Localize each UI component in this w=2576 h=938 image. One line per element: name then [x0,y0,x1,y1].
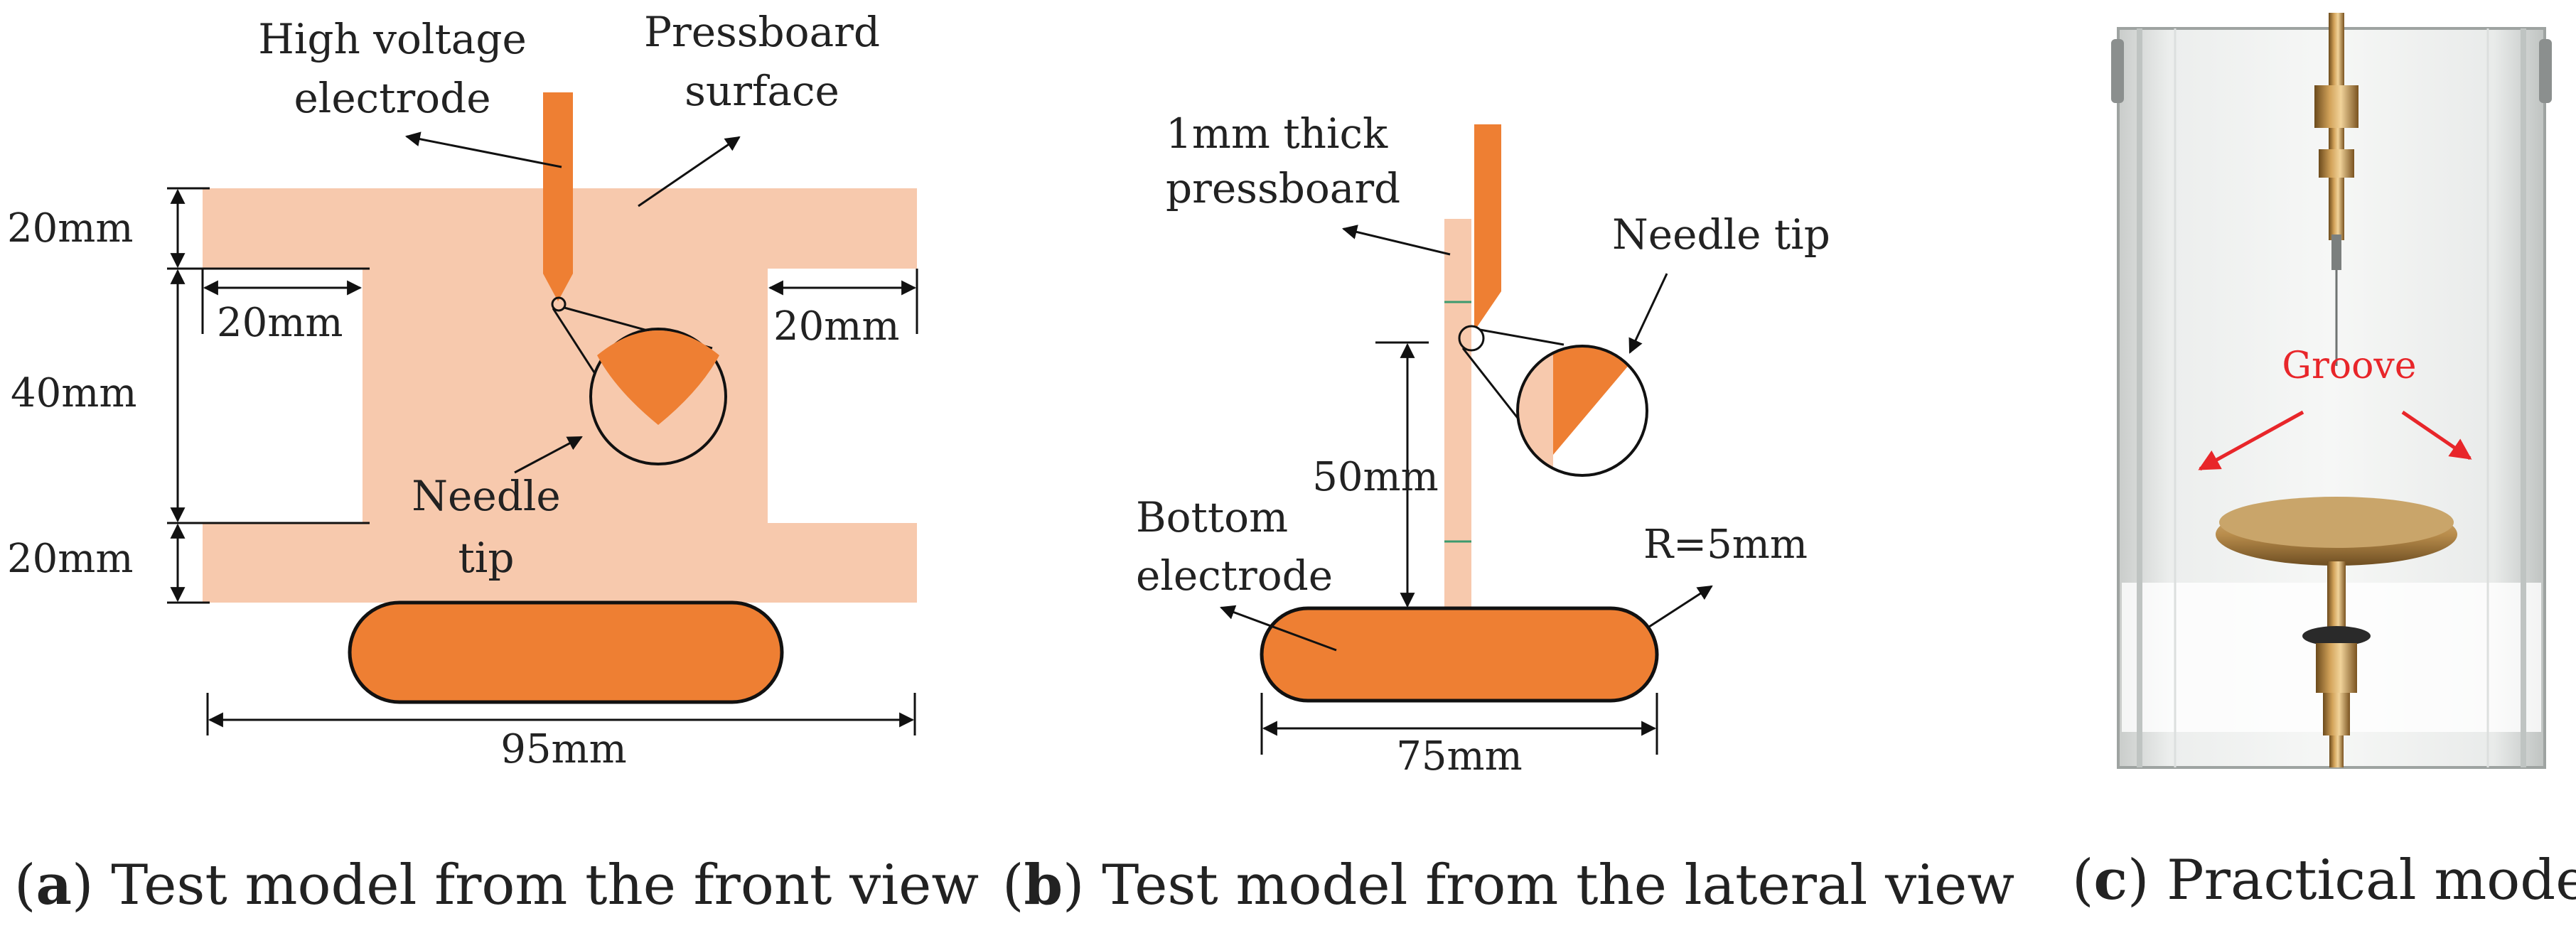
caption-c-text: Practical model [2167,848,2576,912]
panel-b-lateral-view: 1mm thick pressboard Needle tip Bottom e… [1136,109,1830,780]
label-needle-line1: Needle [412,472,560,520]
label-needle-line2: tip [458,534,515,582]
dim-front-width: 95mm [500,726,626,772]
label-bottom-line2: electrode [1136,551,1333,600]
panel-a-front-view: High voltage electrode Pressboard surfac… [7,8,918,772]
needle-tip-marker [551,296,567,312]
needle-electrode-lateral [1474,124,1501,327]
dim-left-gap: 20mm [217,300,343,346]
panel-c-practical-model: Groove [2111,13,2552,769]
dim-bottom-thickness: 20mm [7,536,133,582]
pressboard-front [203,188,917,603]
caption-c: (c) Practical model [2072,848,2576,912]
label-thick-pressboard-line1: 1mm thick [1166,109,1388,158]
dim-top-thickness: 20mm [7,205,133,252]
caption-a-letter: a [36,853,72,917]
caption-b-letter: b [1024,853,1063,917]
needle-tip-marker-lateral [1458,325,1485,352]
caption-b-text: Test model from the lateral view [1102,853,2014,917]
label-hv-line1: High voltage [258,15,527,63]
bottom-electrode-front [348,600,784,704]
caption-c-letter: c [2093,848,2127,912]
needle-tip-zoom-lateral [1516,345,1648,477]
label-pressboard-line2: surface [685,67,839,115]
captions: (a) Test model from the front view (b) T… [14,848,2576,917]
label-pressboard-line1: Pressboard [644,8,880,56]
caption-a: (a) Test model from the front view [14,853,979,917]
dim-radius: R=5mm [1643,522,1808,568]
high-voltage-electrode [543,92,573,301]
label-hv-line2: electrode [294,74,490,122]
bottom-electrode-lateral [1260,606,1659,703]
label-needle-tip-lateral: Needle tip [1612,210,1830,259]
pressboard-lateral [1444,219,1471,608]
caption-b: (b) Test model from the lateral view [1002,853,2014,917]
caption-a-text: Test model from the front view [111,853,979,917]
dim-width-lateral: 75mm [1396,733,1522,780]
dim-height-lateral: 50mm [1312,454,1438,500]
dim-middle-height: 40mm [11,370,136,416]
label-bottom-line1: Bottom [1136,493,1288,541]
dim-right-gap: 20mm [773,303,899,350]
label-thick-pressboard-line2: pressboard [1166,164,1400,212]
label-groove: Groove [2282,345,2416,387]
